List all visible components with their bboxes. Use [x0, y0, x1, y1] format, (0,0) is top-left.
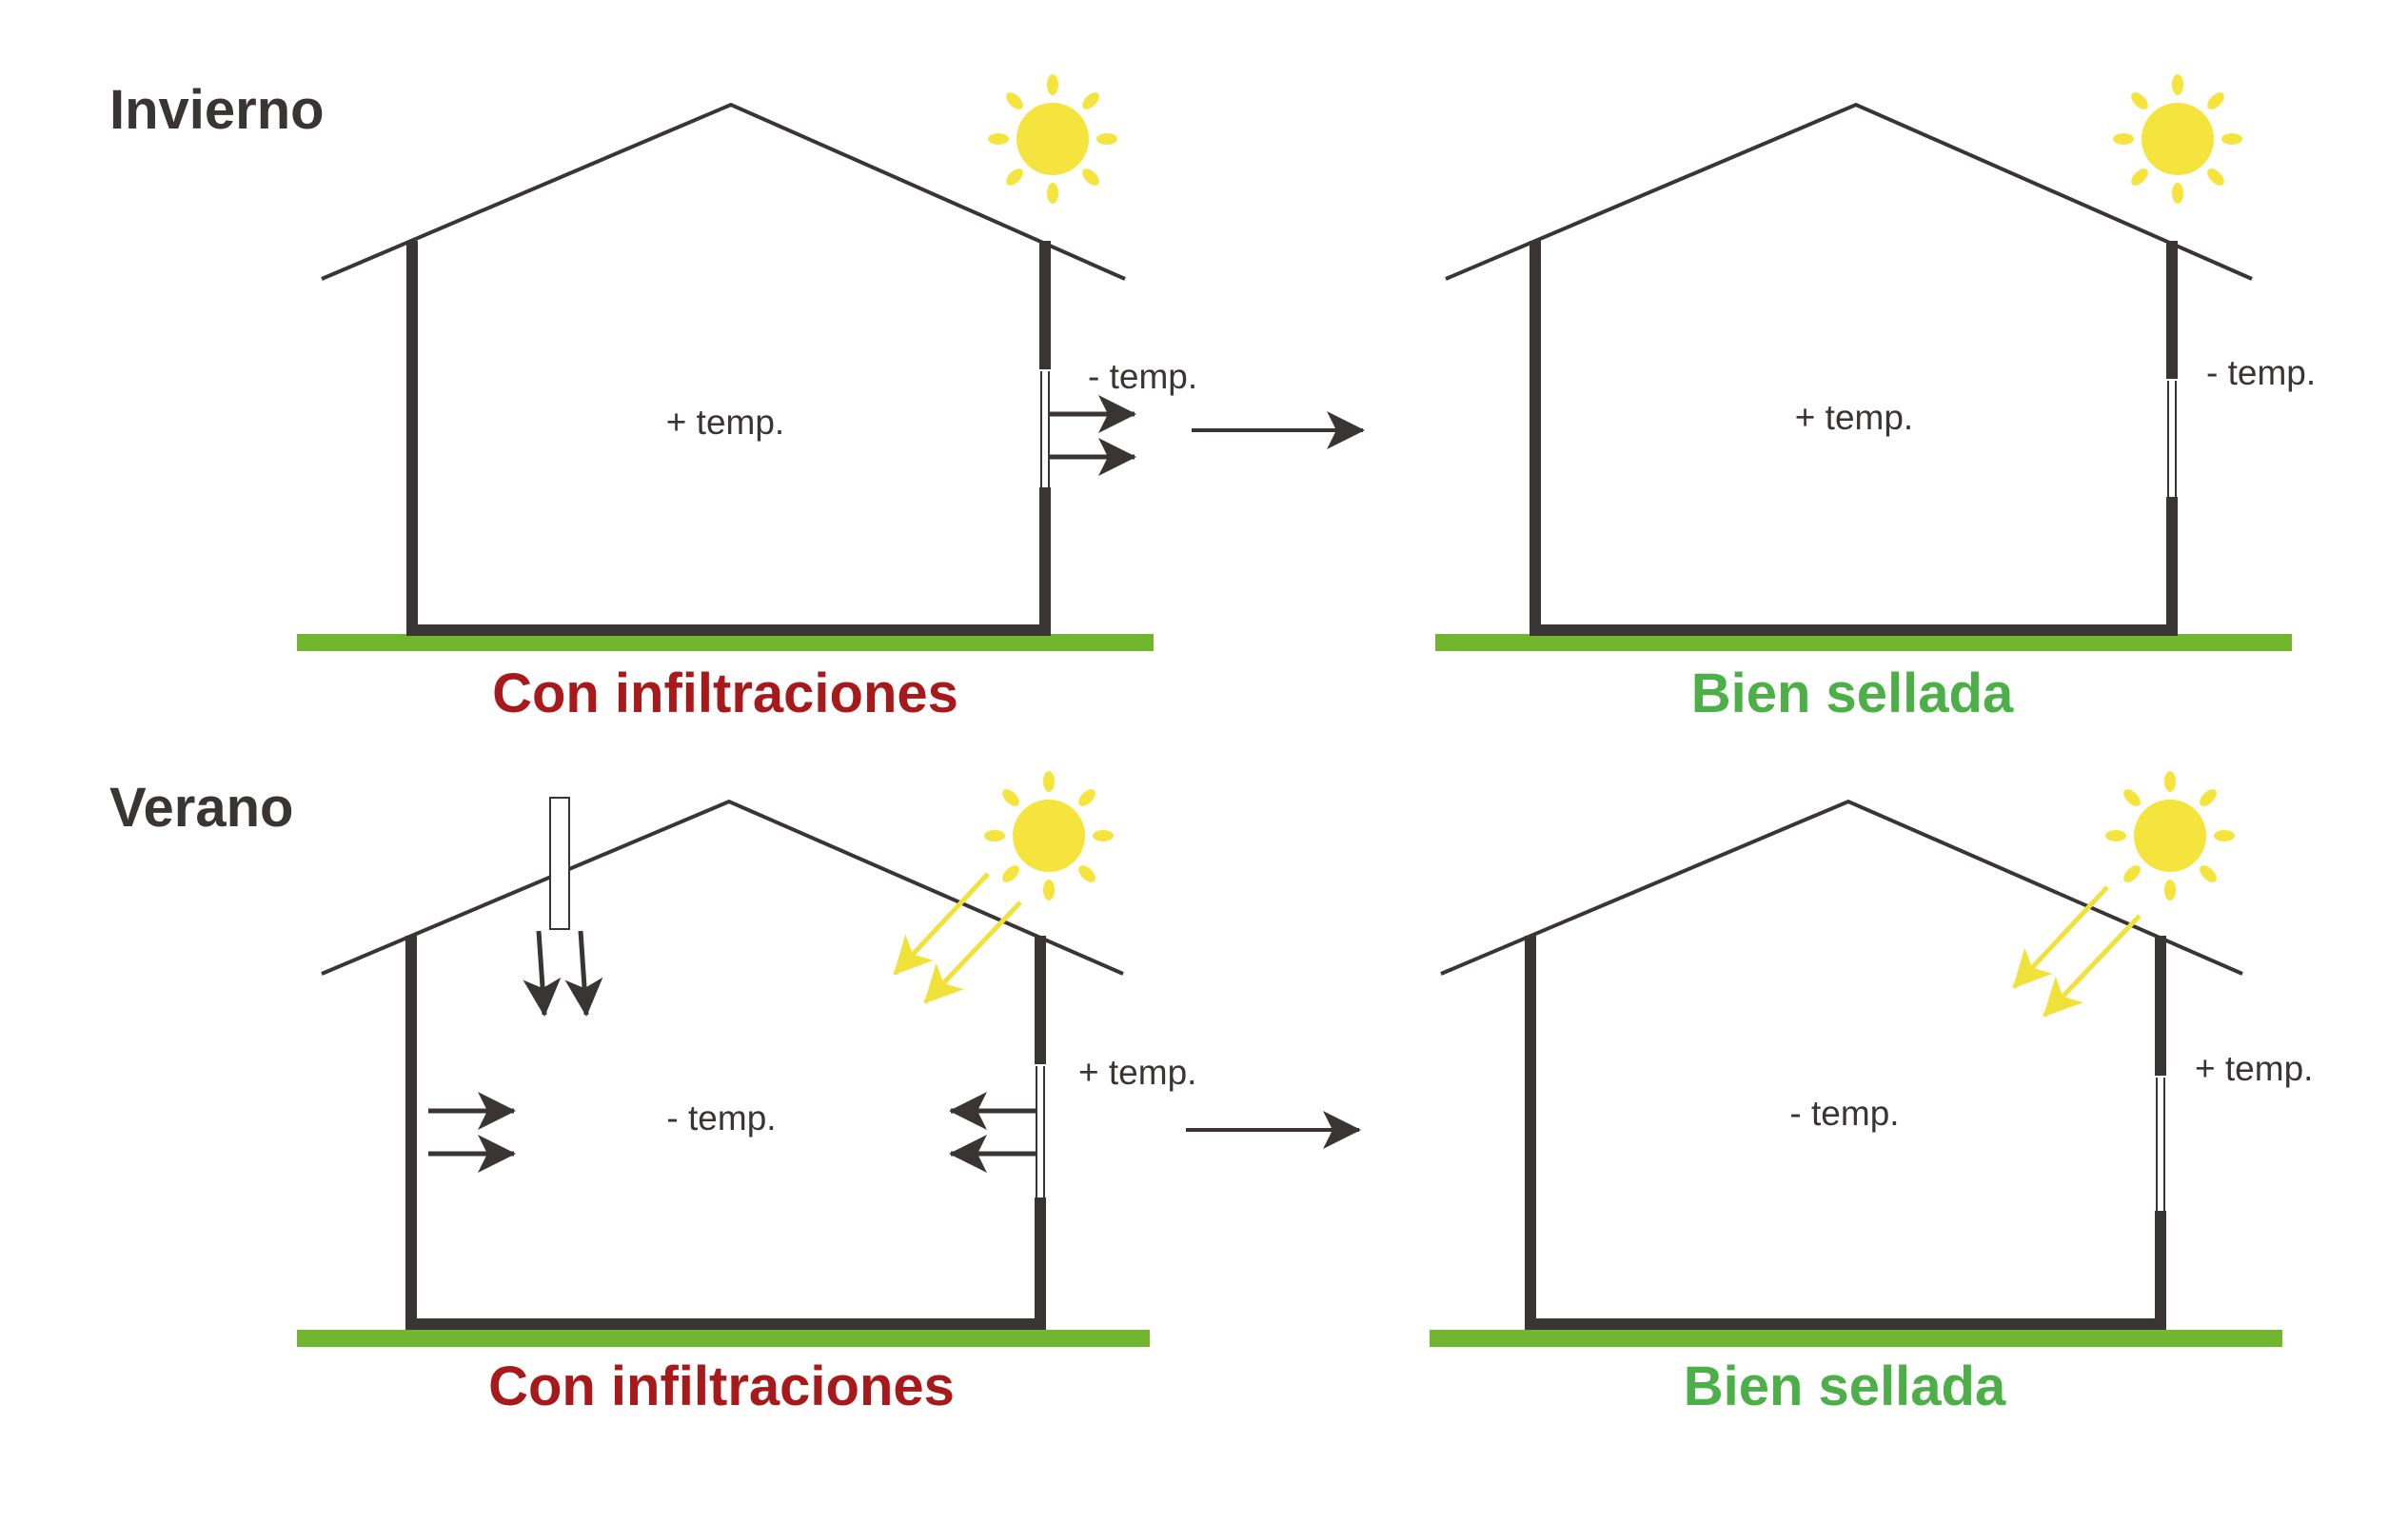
- winter-title: Invierno: [109, 79, 325, 141]
- winter-leaky-house: [297, 102, 1154, 651]
- outside-temp: + temp.: [2195, 1049, 2313, 1088]
- roof-vent: [549, 797, 570, 930]
- sun-icon: [984, 771, 1114, 901]
- winter-sealed-house: [1435, 102, 2292, 651]
- walls: [406, 241, 1051, 636]
- ground: [297, 1330, 1150, 1347]
- sun-icon: [988, 74, 1117, 204]
- sun-icon: [2105, 771, 2235, 901]
- roof: [1440, 799, 2243, 976]
- roof: [321, 799, 1124, 976]
- inside-temp: - temp.: [1789, 1094, 1899, 1133]
- walls: [405, 936, 1046, 1330]
- leak-arrows: [428, 930, 1036, 1173]
- inside-temp: + temp.: [1795, 398, 1913, 437]
- status-sealed: Bien sellada: [1684, 1356, 2006, 1417]
- summer-leaky-house: [297, 797, 1150, 1347]
- walls: [1525, 936, 2166, 1330]
- roof: [1445, 102, 2253, 281]
- status-leaky: Con infiltraciones: [488, 1356, 955, 1417]
- leak-arrows: [1049, 395, 1136, 476]
- sun-icon: [2113, 74, 2242, 204]
- roof: [321, 102, 1126, 281]
- status-sealed: Bien sellada: [1691, 663, 2014, 724]
- status-leaky: Con infiltraciones: [492, 663, 958, 724]
- walls: [1530, 241, 2178, 636]
- ground: [297, 634, 1154, 651]
- outside-temp: + temp.: [1078, 1053, 1196, 1092]
- ground: [1435, 634, 2292, 651]
- ground: [1430, 1330, 2282, 1347]
- summer-title: Verano: [109, 777, 293, 839]
- sun-ray-arrows: [893, 872, 1022, 1004]
- outside-temp: - temp.: [1088, 357, 1197, 396]
- inside-temp: + temp.: [666, 403, 784, 442]
- sun-ray-arrows: [2012, 885, 2142, 1018]
- summer-sealed-house: [1430, 799, 2282, 1347]
- inside-temp: - temp.: [666, 1098, 776, 1138]
- outside-temp: - temp.: [2206, 353, 2316, 392]
